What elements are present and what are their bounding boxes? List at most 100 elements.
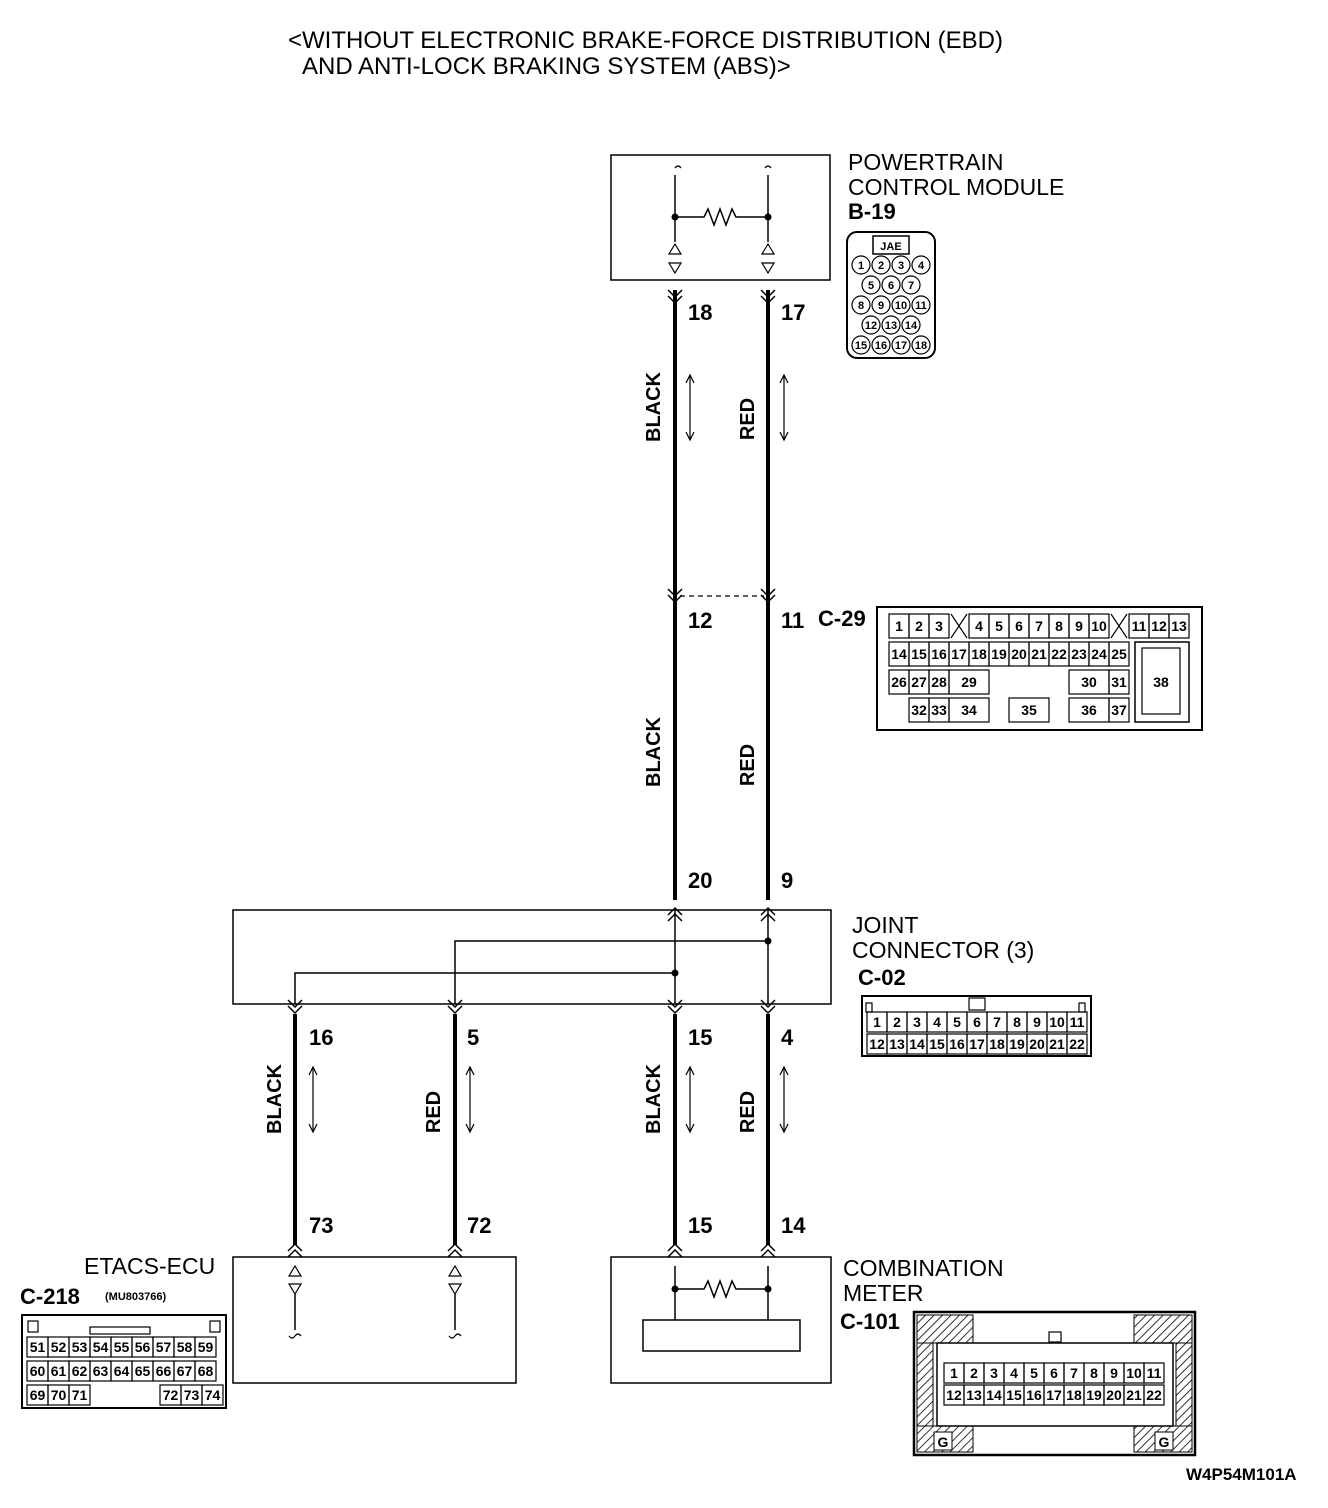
c29-pin-20: 20 <box>1011 646 1027 662</box>
c101-pin-3: 3 <box>990 1365 998 1381</box>
etacs-part-number: (MU803766) <box>105 1291 166 1303</box>
c218-pin-61: 61 <box>51 1363 67 1379</box>
c218-pin-51: 51 <box>30 1339 46 1355</box>
c29-pin-17: 17 <box>951 646 967 662</box>
c218-pin-69: 69 <box>30 1387 46 1403</box>
c218-pin-63: 63 <box>93 1363 109 1379</box>
c02-pin-10: 10 <box>1049 1014 1065 1030</box>
c101-pin-7: 7 <box>1070 1365 1078 1381</box>
pcm-connector-code: B-19 <box>848 199 896 224</box>
c02-pin-20: 20 <box>1029 1036 1045 1052</box>
c29-pin-12: 12 <box>1151 618 1167 634</box>
c29-pin-5: 5 <box>995 618 1003 634</box>
pin-etacs-72: 72 <box>467 1213 491 1238</box>
b19-pin-10: 10 <box>895 300 907 312</box>
c29-pin-10: 10 <box>1091 618 1107 634</box>
c02-pin-21: 21 <box>1049 1036 1065 1052</box>
meter-name-line-1: COMBINATION <box>843 1255 1004 1281</box>
c29-pin-23: 23 <box>1071 646 1087 662</box>
etacs-name: ETACS-ECU <box>84 1253 215 1279</box>
c101-pin-13: 13 <box>966 1387 982 1403</box>
c101-pin-16: 16 <box>1026 1387 1042 1403</box>
c218-pin-56: 56 <box>135 1339 151 1355</box>
c218-pin-68: 68 <box>198 1363 214 1379</box>
c02-pin-14: 14 <box>909 1036 925 1052</box>
meter-name-line-2: METER <box>843 1280 924 1306</box>
b19-pin-11: 11 <box>915 300 927 312</box>
b19-pin-5: 5 <box>868 280 874 292</box>
joint-connector-code: C-02 <box>858 965 906 990</box>
c218-pin-57: 57 <box>156 1339 172 1355</box>
c02-pin-15: 15 <box>929 1036 945 1052</box>
c101-pin-10: 10 <box>1126 1365 1142 1381</box>
c29-pin-14: 14 <box>891 646 907 662</box>
pin-meter-15: 15 <box>688 1213 712 1238</box>
c218-pin-62: 62 <box>72 1363 88 1379</box>
wire-label-black-3: BLACK <box>264 1063 286 1134</box>
c29-pin-2: 2 <box>915 618 923 634</box>
c29-pin-26: 26 <box>891 674 907 690</box>
c218-pin-59: 59 <box>198 1339 214 1355</box>
c02-pin-3: 3 <box>913 1014 921 1030</box>
etacs-ecu-box <box>232 1256 517 1384</box>
c101-pin-14: 14 <box>986 1387 1002 1403</box>
c02-pin-12: 12 <box>869 1036 885 1052</box>
b19-pin-1: 1 <box>858 260 864 272</box>
c218-pin-66: 66 <box>156 1363 172 1379</box>
c101-ground-right: G <box>1159 1434 1170 1450</box>
c29-pin-8: 8 <box>1055 618 1063 634</box>
c29-pin-22: 22 <box>1051 646 1067 662</box>
c29-pin-38: 38 <box>1153 674 1169 690</box>
c29-pin-36: 36 <box>1081 702 1097 718</box>
wire-label-black-1: BLACK <box>643 371 665 442</box>
c218-pin-53: 53 <box>72 1339 88 1355</box>
c29-pin-3: 3 <box>935 618 943 634</box>
c29-connector-code: C-29 <box>818 606 866 631</box>
c101-ground-left: G <box>938 1434 949 1450</box>
c29-pin-33: 33 <box>931 702 947 718</box>
etacs-connector-code: C-218 <box>20 1284 80 1309</box>
c101-pin-2: 2 <box>970 1365 978 1381</box>
c101-pin-17: 17 <box>1046 1387 1062 1403</box>
b19-pin-15: 15 <box>855 340 867 352</box>
c218-pin-70: 70 <box>51 1387 67 1403</box>
c29-pin-28: 28 <box>931 674 947 690</box>
pin-jc-9: 9 <box>781 868 793 893</box>
title-line-2: AND ANTI-LOCK BRAKING SYSTEM (ABS)> <box>302 53 791 80</box>
c101-pin-18: 18 <box>1066 1387 1082 1403</box>
c29-pin-15: 15 <box>911 646 927 662</box>
c02-pin-16: 16 <box>949 1036 965 1052</box>
c29-pin-9: 9 <box>1075 618 1083 634</box>
b19-pin-7: 7 <box>908 280 914 292</box>
pin-c29-12: 12 <box>688 608 712 633</box>
c02-pin-2: 2 <box>893 1014 901 1030</box>
pin-c29-11: 11 <box>781 608 804 633</box>
c218-pin-54: 54 <box>93 1339 109 1355</box>
wire-label-black-4: BLACK <box>643 1063 665 1134</box>
pin-jc-4: 4 <box>781 1025 794 1050</box>
wire-label-red-1: RED <box>737 398 759 440</box>
c101-pin-9: 9 <box>1110 1365 1118 1381</box>
b19-brand: JAE <box>880 241 901 253</box>
b19-pin-18: 18 <box>915 340 927 352</box>
c218-pin-72: 72 <box>163 1387 179 1403</box>
title-line-1: <WITHOUT ELECTRONIC BRAKE-FORCE DISTRIBU… <box>288 27 1003 54</box>
c101-pin-21: 21 <box>1126 1387 1142 1403</box>
c29-pin-27: 27 <box>911 674 927 690</box>
c101-pin-1: 1 <box>950 1365 958 1381</box>
b19-pin-6: 6 <box>888 280 894 292</box>
c101-pin-11: 11 <box>1147 1365 1162 1381</box>
c218-pin-60: 60 <box>30 1363 46 1379</box>
c101-pin-20: 20 <box>1106 1387 1122 1403</box>
c101-pin-6: 6 <box>1050 1365 1058 1381</box>
c218-pin-58: 58 <box>177 1339 193 1355</box>
b19-pin-2: 2 <box>878 260 884 272</box>
c29-pin-31: 31 <box>1111 674 1127 690</box>
c02-pin-19: 19 <box>1009 1036 1025 1052</box>
meter-resistor-icon <box>675 1278 768 1300</box>
c29-pin-11: 11 <box>1132 618 1147 634</box>
